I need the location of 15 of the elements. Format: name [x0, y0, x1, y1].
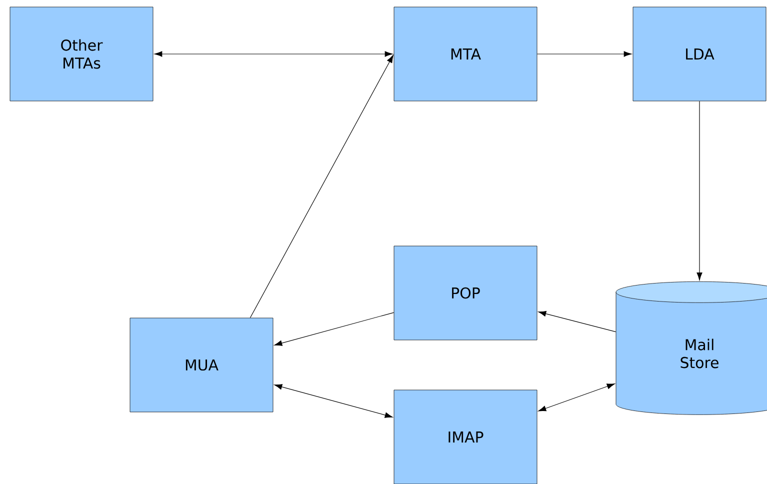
process-box: IMAP: [394, 390, 538, 484]
process-box: Other MTAs: [10, 6, 154, 102]
arrow: [274, 384, 393, 418]
arrow: [250, 54, 394, 318]
process-box: MUA: [130, 318, 274, 412]
database-cylinder: Mail Store: [616, 281, 767, 415]
arrow: [536, 51, 632, 57]
arrow: [538, 384, 615, 412]
arrow: [274, 312, 394, 346]
process-box: POP: [394, 246, 538, 340]
arrow: [538, 310, 616, 332]
process-box: LDA: [632, 6, 766, 102]
arrow: [154, 51, 393, 57]
arrow: [696, 100, 702, 280]
process-box: MTA: [394, 6, 538, 102]
